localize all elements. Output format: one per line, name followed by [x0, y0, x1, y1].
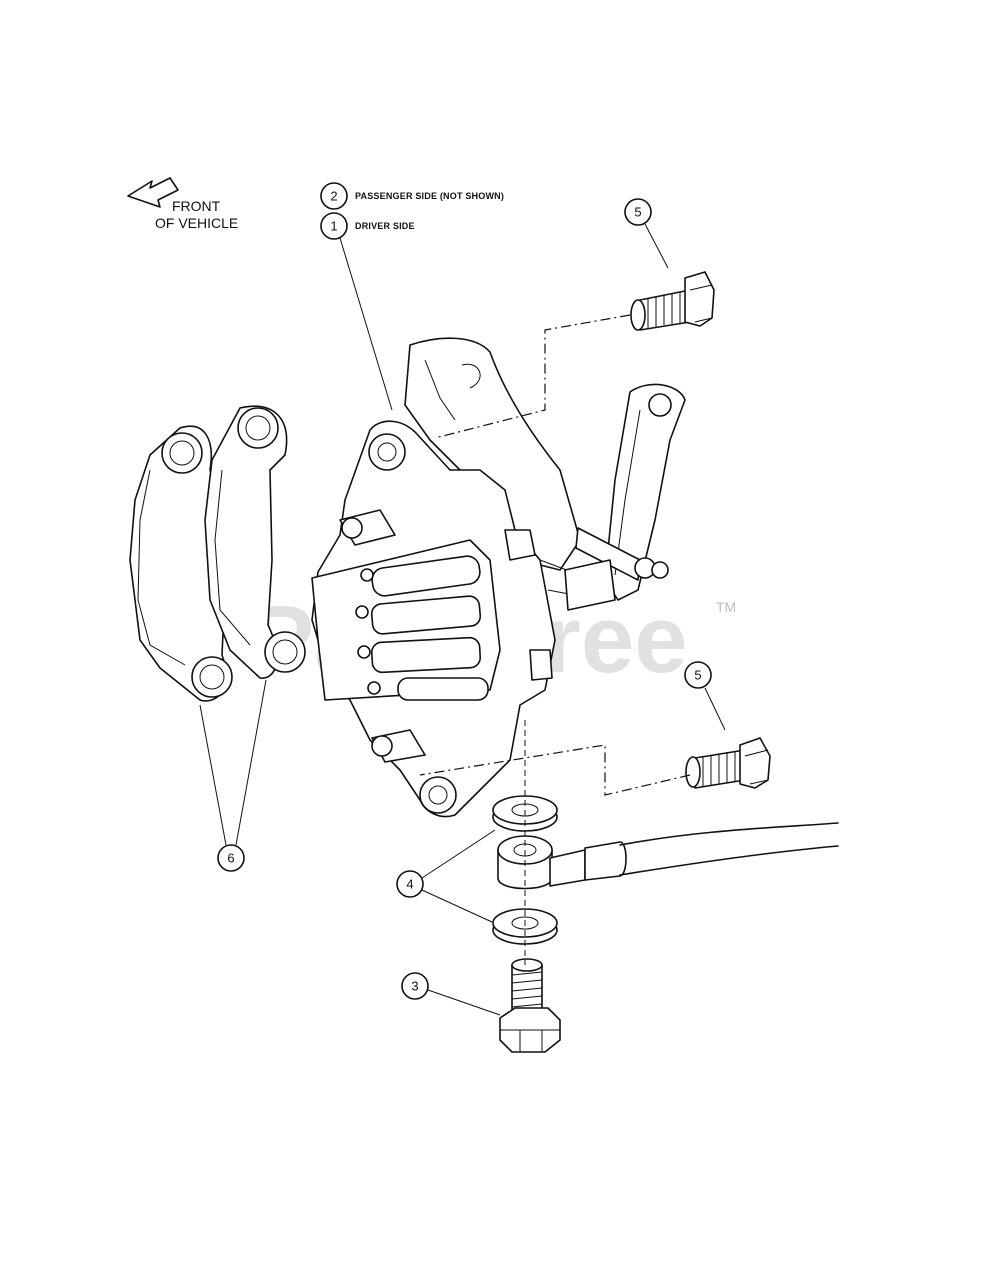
- leader-line-5-upper: [644, 223, 669, 269]
- legend-passenger: 2 PASSENGER SIDE (NOT SHOWN): [320, 182, 504, 210]
- callout-5-lower: 5: [684, 661, 712, 689]
- legend-number: 1: [330, 219, 337, 234]
- bolt-upper: [630, 271, 715, 331]
- bolt-lower: [685, 737, 771, 789]
- mounting-bracket: [404, 337, 686, 601]
- callout-4: 4: [396, 870, 424, 898]
- front-arrow-icon: [127, 177, 179, 208]
- leader-line-3: [427, 989, 501, 1016]
- svg-text:6: 6: [227, 851, 234, 866]
- legend-driver: 1 DRIVER SIDE: [320, 212, 415, 240]
- centerline-lower: [419, 744, 691, 796]
- watermark-tm: TM: [716, 599, 736, 615]
- svg-text:3: 3: [411, 979, 418, 994]
- brake-caliper: [311, 420, 616, 818]
- svg-text:4: 4: [406, 877, 413, 892]
- callout-5-upper: 5: [624, 198, 652, 226]
- legend-text: DRIVER SIDE: [355, 221, 415, 231]
- leader-line-6: [199, 679, 267, 846]
- front-label-line2: OF VEHICLE: [155, 215, 238, 231]
- front-label-line1: FRONT: [172, 198, 221, 214]
- centerline-upper: [434, 314, 631, 439]
- banjo-bolt: [499, 958, 561, 1053]
- leader-line-1: [339, 237, 393, 411]
- leader-line-4: [421, 829, 496, 923]
- svg-text:5: 5: [634, 205, 641, 220]
- callout-6: 6: [217, 844, 245, 872]
- brake-pad-inner: [204, 405, 306, 679]
- svg-text:5: 5: [694, 668, 701, 683]
- legend-number: 2: [330, 189, 337, 204]
- leader-line-5-lower: [704, 687, 726, 731]
- banjo-fitting: [497, 822, 839, 890]
- brake-pad-outer: [129, 425, 233, 702]
- legend-text: PASSENGER SIDE (NOT SHOWN): [355, 191, 504, 201]
- callout-3: 3: [401, 972, 429, 1000]
